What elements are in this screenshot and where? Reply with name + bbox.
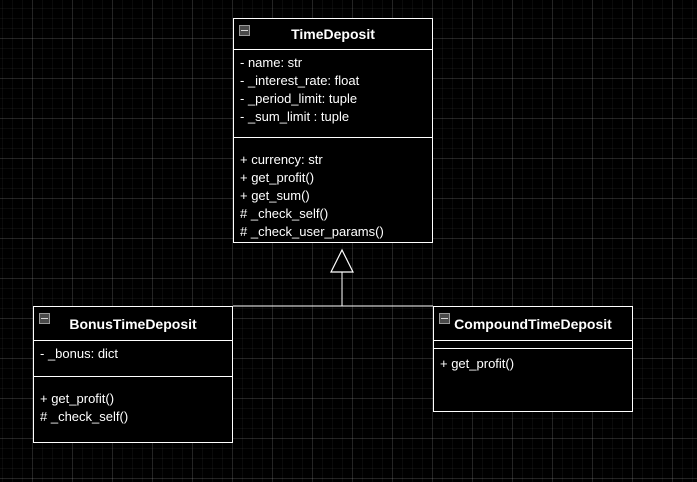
operation: # _check_self() [40,409,129,424]
collapse-icon[interactable] [239,25,250,36]
class-time-deposit[interactable]: TimeDeposit - name: str - _interest_rate… [233,18,433,243]
operation: + get_profit() [440,356,515,371]
operation: # _check_self() [240,206,329,221]
collapse-icon[interactable] [439,313,450,324]
connector-bonus-to-base[interactable] [233,272,343,307]
operations-compartment: + get_profit() # _check_self() [34,376,232,430]
operation: # _check_user_params() [240,224,384,239]
attribute: - _sum_limit : tuple [240,109,350,124]
operation: + currency: str [240,152,323,167]
class-header[interactable]: CompoundTimeDeposit [434,307,632,340]
attribute: - _bonus: dict [40,346,119,361]
operations-compartment: + get_profit() [434,348,632,377]
attributes-compartment [434,340,632,348]
class-compound-time-deposit[interactable]: CompoundTimeDeposit + get_profit() [433,306,633,412]
attributes-compartment: - _bonus: dict [34,340,232,376]
attribute: - _period_limit: tuple [240,91,358,106]
operation: + get_profit() [40,391,115,406]
class-name: TimeDeposit [291,26,375,42]
operations-compartment: + currency: str + get_profit() + get_sum… [234,137,432,245]
class-bonus-time-deposit[interactable]: BonusTimeDeposit - _bonus: dict + get_pr… [33,306,233,443]
attribute: - name: str [240,55,303,70]
class-header[interactable]: TimeDeposit [234,19,432,49]
class-name: BonusTimeDeposit [69,315,197,332]
operation: + get_profit() [240,170,315,185]
class-name: CompoundTimeDeposit [454,315,612,332]
operation: + get_sum() [240,188,310,203]
attributes-compartment: - name: str - _interest_rate: float - _p… [234,49,432,137]
class-header[interactable]: BonusTimeDeposit [34,307,232,340]
collapse-icon[interactable] [39,313,50,324]
attribute: - _interest_rate: float [240,73,360,88]
generalization-arrowhead [330,248,354,273]
